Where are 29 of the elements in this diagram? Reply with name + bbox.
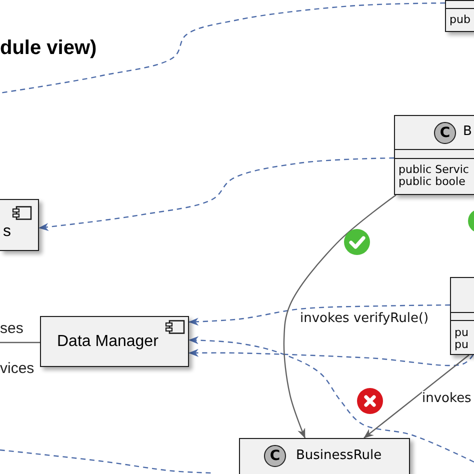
dashed-arrow bbox=[188, 348, 474, 366]
class-type-marker: C bbox=[264, 445, 286, 468]
dashed-arrow bbox=[188, 336, 474, 463]
class-box bbox=[445, 0, 474, 32]
component-box bbox=[40, 316, 189, 367]
line bbox=[0, 342, 40, 344]
edge-label: invokes verifyRule() bbox=[300, 311, 429, 326]
line-label: vices bbox=[0, 361, 34, 377]
component-name: Data Manager bbox=[57, 333, 158, 351]
component-box bbox=[0, 199, 39, 251]
line-label: ses bbox=[0, 321, 24, 337]
dashed-arrow bbox=[38, 157, 394, 231]
method-text: pu bbox=[454, 327, 468, 339]
dashed-arrow bbox=[188, 304, 450, 326]
method-text: pu bbox=[454, 339, 468, 351]
method-text: public Servic bbox=[398, 164, 469, 176]
class-name: B bbox=[463, 123, 472, 141]
method-text: public boole bbox=[398, 176, 466, 188]
class-box bbox=[394, 115, 474, 195]
class-box bbox=[239, 438, 410, 474]
class-box bbox=[450, 277, 474, 355]
diagram-title: dule view) bbox=[0, 37, 97, 59]
arrow bbox=[283, 194, 396, 438]
arrow bbox=[364, 354, 470, 438]
dashed-line bbox=[0, 2, 445, 94]
class-name: BusinessRule bbox=[296, 447, 382, 465]
component-name: s bbox=[3, 223, 11, 241]
method-text: pub bbox=[450, 14, 470, 26]
class-type-marker: C bbox=[434, 122, 456, 144]
